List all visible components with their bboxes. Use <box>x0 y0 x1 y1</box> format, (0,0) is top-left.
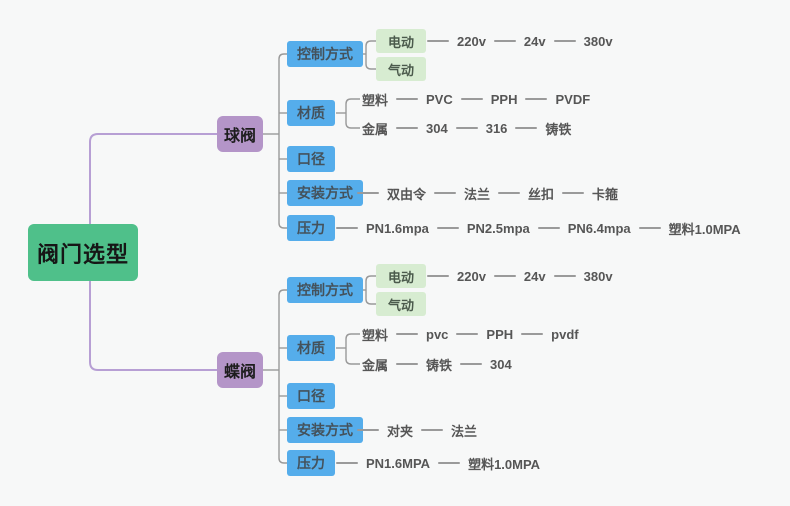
sub-electric-butterfly[interactable]: 电动 <box>376 264 427 288</box>
connector-dash <box>357 429 379 431</box>
leaf-node[interactable]: PPH <box>486 326 514 342</box>
chain-electric-voltages-ball: 220v 24v 380v <box>427 30 613 52</box>
leaf-node[interactable]: 金属 <box>362 121 389 137</box>
connector-dash <box>396 127 419 129</box>
topic-install-method-butterfly[interactable]: 安装方式 <box>287 417 363 443</box>
leaf-node[interactable]: 法兰 <box>464 186 491 202</box>
leaf-node[interactable]: 24v <box>523 268 546 284</box>
connector-dash <box>427 40 449 42</box>
connector-dash <box>521 333 544 335</box>
leaf-node[interactable]: PN2.5mpa <box>466 220 530 236</box>
leaf-node[interactable]: 法兰 <box>451 423 478 439</box>
topic-diameter-ball[interactable]: 口径 <box>287 146 335 172</box>
chain-metal-materials-butterfly: 金属 铸铁 304 <box>362 353 512 375</box>
chain-pressure-ratings-ball: PN1.6mpa PN2.5mpa PN6.4mpa 塑料1.0MPA <box>336 217 741 239</box>
leaf-node[interactable]: 塑料1.0MPA <box>668 221 741 237</box>
topic-pressure-ball[interactable]: 压力 <box>287 215 335 241</box>
leaf-node[interactable]: PVC <box>426 91 453 107</box>
chain-plastic-materials-butterfly: 塑料 pvc PPH pvdf <box>362 323 579 345</box>
connector-dash <box>455 127 478 129</box>
chain-install-methods-butterfly: 对夹 法兰 <box>357 419 477 441</box>
leaf-node[interactable]: 卡箍 <box>592 186 619 202</box>
chain-pressure-ratings-butterfly: PN1.6MPA 塑料1.0MPA <box>336 452 540 474</box>
leaf-node[interactable]: 塑料 <box>362 92 389 108</box>
connector-dash <box>396 333 419 335</box>
topic-control-method-butterfly[interactable]: 控制方式 <box>287 277 363 303</box>
sub-electric-ball[interactable]: 电动 <box>376 29 427 53</box>
leaf-node[interactable]: 304 <box>490 356 512 372</box>
topic-diameter-butterfly[interactable]: 口径 <box>287 383 335 409</box>
connector-dash <box>434 192 457 194</box>
topic-pressure-butterfly[interactable]: 压力 <box>287 450 335 476</box>
leaf-node[interactable]: 金属 <box>362 357 389 373</box>
connector-dash <box>460 363 483 365</box>
leaf-node[interactable]: PPH <box>490 91 518 107</box>
connector-dash <box>357 192 379 194</box>
root-node[interactable]: 阀门选型 <box>28 224 138 281</box>
leaf-node[interactable]: PVDF <box>555 91 591 107</box>
connector-dash <box>553 275 576 277</box>
leaf-node[interactable]: 双由令 <box>387 186 427 202</box>
connector-dash <box>438 462 461 464</box>
connector-dash <box>336 227 358 229</box>
topic-material-butterfly[interactable]: 材质 <box>287 335 335 361</box>
connector-dash <box>427 275 449 277</box>
sub-pneumatic-ball[interactable]: 气动 <box>376 57 427 81</box>
chain-install-methods-ball: 双由令 法兰 丝扣 卡箍 <box>357 182 618 204</box>
leaf-node[interactable]: 316 <box>485 120 508 136</box>
leaf-node[interactable]: 对夹 <box>387 423 414 439</box>
connector-dash <box>460 98 483 100</box>
leaf-node[interactable]: 220v <box>457 268 486 284</box>
chain-plastic-materials-ball: 塑料 PVC PPH PVDF <box>362 88 590 110</box>
connector-dash <box>456 333 479 335</box>
branch-node-butterfly-valve[interactable]: 蝶阀 <box>217 352 263 388</box>
connector-dash <box>493 275 516 277</box>
connector-dash <box>638 227 661 229</box>
leaf-node[interactable]: 220v <box>457 33 486 49</box>
leaf-node[interactable]: PN6.4mpa <box>567 220 631 236</box>
connector-dash <box>493 40 516 42</box>
topic-install-method-ball[interactable]: 安装方式 <box>287 180 363 206</box>
connector-dash <box>421 429 444 431</box>
leaf-node[interactable]: pvdf <box>551 326 579 342</box>
leaf-node[interactable]: 380v <box>583 33 613 49</box>
leaf-node[interactable]: 24v <box>523 33 546 49</box>
connector-dash <box>436 227 459 229</box>
branch-node-ball-valve[interactable]: 球阀 <box>217 116 263 152</box>
leaf-node[interactable]: 铸铁 <box>545 121 572 137</box>
leaf-node[interactable]: 塑料 <box>362 327 389 343</box>
topic-material-ball[interactable]: 材质 <box>287 100 335 126</box>
topic-control-method-ball[interactable]: 控制方式 <box>287 41 363 67</box>
chain-electric-voltages-butterfly: 220v 24v 380v <box>427 265 613 287</box>
leaf-node[interactable]: 丝扣 <box>528 186 555 202</box>
sub-pneumatic-butterfly[interactable]: 气动 <box>376 292 427 316</box>
leaf-node[interactable]: 塑料1.0MPA <box>468 456 541 472</box>
connector-dash <box>336 462 358 464</box>
connector-dash <box>553 40 576 42</box>
connector-dash <box>525 98 548 100</box>
connector-dash <box>515 127 538 129</box>
connector-dash <box>396 98 419 100</box>
connector-dash <box>562 192 585 194</box>
connector-dash <box>498 192 521 194</box>
chain-metal-materials-ball: 金属 304 316 铸铁 <box>362 117 571 139</box>
leaf-node[interactable]: pvc <box>426 326 449 342</box>
leaf-node[interactable]: PN1.6MPA <box>366 455 431 471</box>
leaf-node[interactable]: PN1.6mpa <box>366 220 429 236</box>
connector-dash <box>537 227 560 229</box>
connector-dash <box>396 363 419 365</box>
leaf-node[interactable]: 铸铁 <box>426 357 453 373</box>
leaf-node[interactable]: 380v <box>583 268 613 284</box>
leaf-node[interactable]: 304 <box>426 120 448 136</box>
